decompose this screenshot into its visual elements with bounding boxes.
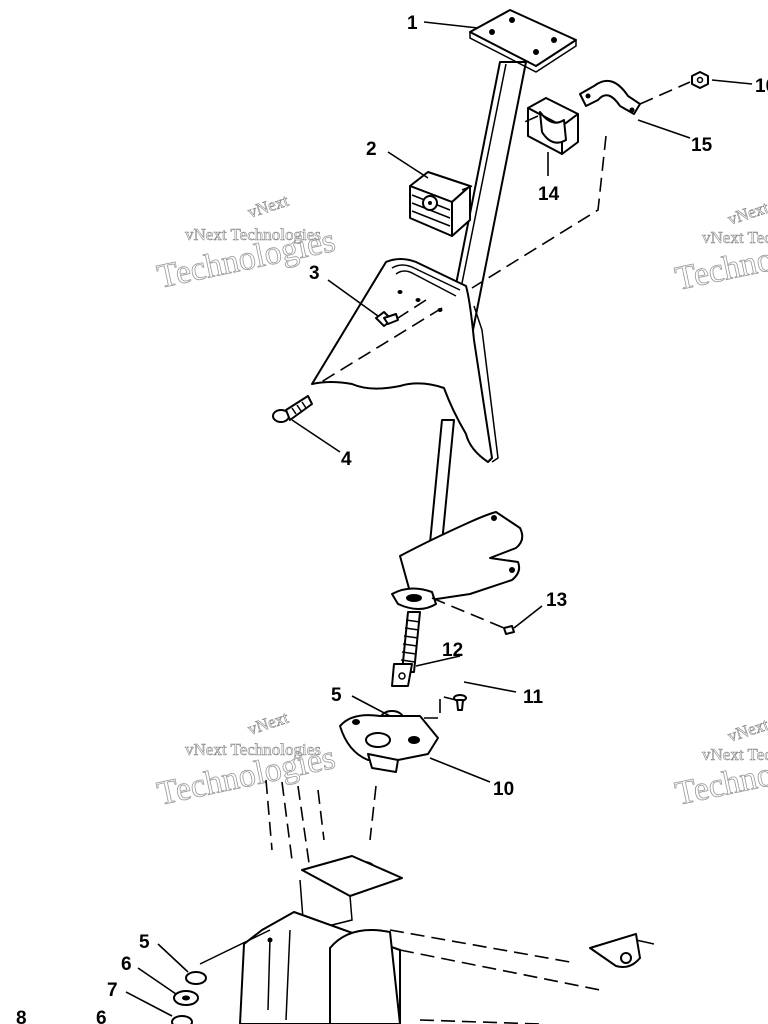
- callouts: 1 2 3 4 5 5 6 6 7 8 10 10 11 12 13 14 15: [16, 13, 768, 1024]
- small-bolt: [375, 311, 399, 327]
- callout-2: 2: [366, 139, 377, 160]
- callout-15: 15: [691, 135, 713, 156]
- watermark-company: vNext Technologies: [702, 745, 768, 764]
- callout-5-lower: 5: [139, 932, 150, 953]
- bracket: [391, 511, 524, 610]
- screw-11: [453, 694, 467, 711]
- callout-14: 14: [538, 184, 560, 205]
- washer-stack: [171, 929, 271, 1024]
- long-screw: [272, 395, 313, 423]
- callout-12: 12: [442, 640, 463, 661]
- watermark-right-bottom: vNext vNext Technologies Technologies: [672, 715, 768, 814]
- callout-10-top: 10: [755, 76, 768, 97]
- callout-6-upper: 6: [121, 954, 132, 975]
- watermark-brand: vNext: [245, 708, 291, 739]
- watermark-company: vNext Technologies: [185, 225, 321, 244]
- callout-3: 3: [309, 263, 320, 284]
- assembly-lines: [265, 81, 691, 871]
- watermark-brand: vNext: [725, 198, 768, 229]
- bushing-block: [409, 171, 471, 237]
- watermark-company: vNext Technologies: [702, 228, 768, 247]
- bearing-half: [527, 97, 579, 155]
- callout-5-upper: 5: [331, 685, 342, 706]
- watermark-company: vNext Technologies: [185, 740, 321, 759]
- clamp: [579, 79, 641, 115]
- callout-10: 10: [493, 779, 514, 800]
- watermark-left-bottom: vNext vNext Technologies Technologies: [154, 708, 339, 814]
- callout-8: 8: [16, 1008, 27, 1024]
- mounting-plate: [469, 9, 577, 73]
- callout-11: 11: [523, 687, 544, 708]
- steering-shroud: [311, 258, 499, 463]
- hex-nut: [691, 71, 709, 89]
- small-pin: [503, 625, 515, 635]
- callout-13: 13: [546, 590, 567, 611]
- steering-block: [339, 714, 439, 773]
- callout-7: 7: [107, 980, 118, 1001]
- watermark-brand: vNext: [725, 715, 768, 746]
- callout-6-lower: 6: [96, 1008, 107, 1024]
- frame: [239, 855, 655, 1024]
- callout-4: 4: [341, 449, 352, 470]
- watermark-brand: vNext: [245, 191, 291, 222]
- callout-1: 1: [407, 13, 418, 34]
- leader-lines: [125, 21, 753, 1017]
- watermark-right-top: vNext vNext Technologies Technologies: [672, 198, 768, 299]
- spring-shaft: [391, 611, 421, 687]
